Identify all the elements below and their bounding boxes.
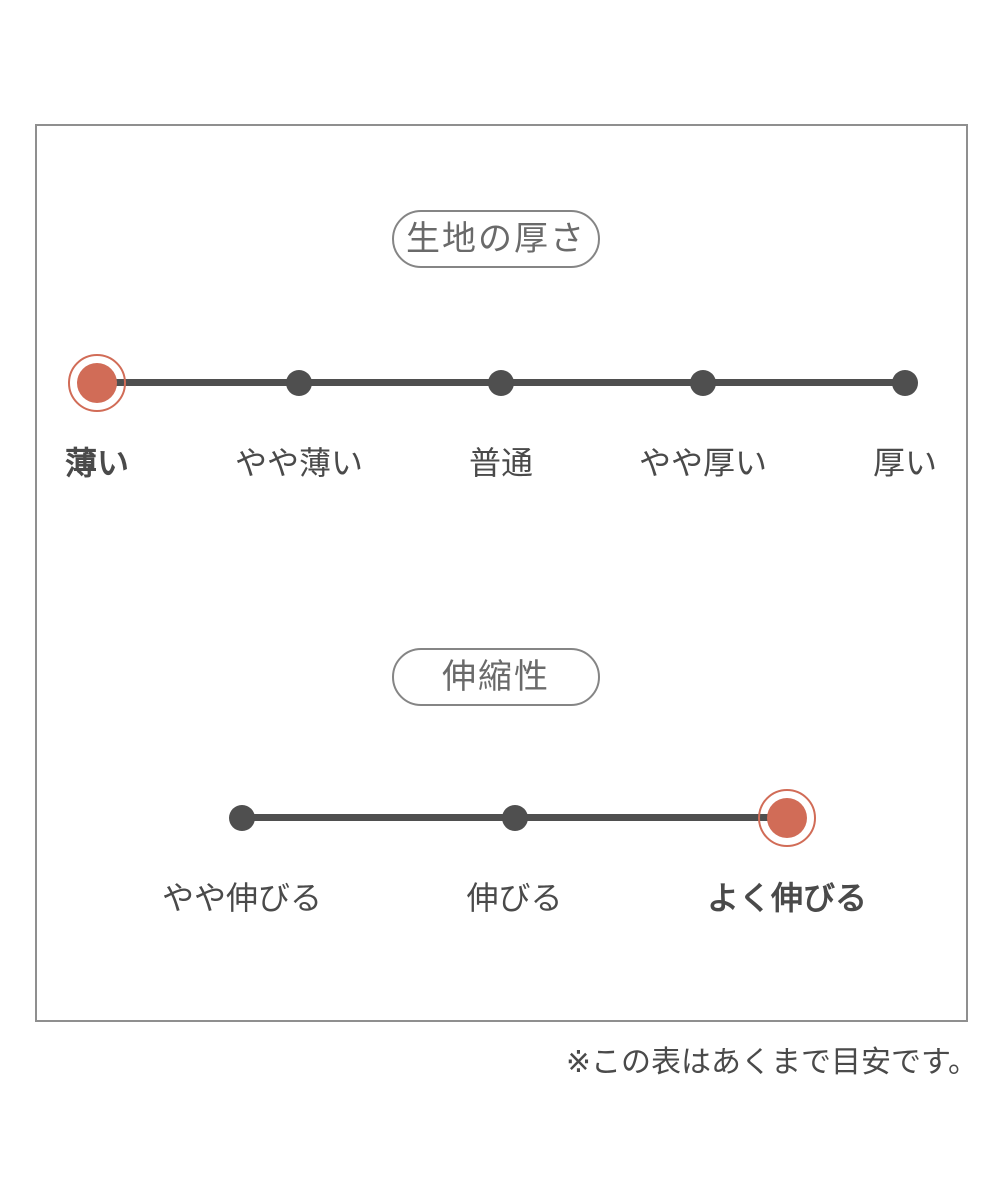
scale-label: 伸びる (466, 879, 563, 917)
thickness-scale: 薄い やや薄い 普通 やや厚い 厚い (65, 353, 937, 482)
disclaimer-note: ※この表はあくまで目安です。 (565, 1045, 978, 1080)
selected-dot-halo (68, 353, 126, 412)
rating-dot (690, 369, 716, 396)
selected-rating-dot (758, 788, 816, 847)
thickness-title: 生地の厚さ (406, 219, 586, 259)
scale-label: やや薄い (234, 444, 364, 482)
selected-dot-halo (758, 788, 816, 847)
scale-label: よく伸びる (706, 879, 868, 917)
rating-dot (229, 804, 255, 831)
rating-dot (488, 369, 514, 396)
thickness-title-pill: 生地の厚さ (392, 210, 600, 268)
scale-label: やや厚い (638, 444, 768, 482)
scale-label: 普通 (468, 444, 534, 482)
selected-rating-dot (68, 353, 126, 412)
scale-label: 薄い (64, 444, 130, 482)
scale-label: 厚い (872, 444, 938, 482)
spec-box: 生地の厚さ 薄い やや薄い 普通 やや厚い 厚い 伸縮性 やや伸びる 伸びる よく伸びる (35, 124, 968, 1022)
stretch-scale: やや伸びる 伸びる よく伸びる (162, 788, 867, 917)
rating-dot (501, 804, 528, 831)
stretch-title: 伸縮性 (442, 657, 550, 697)
rating-dot (286, 369, 312, 396)
scale-label: やや伸びる (161, 879, 323, 917)
stretch-title-pill: 伸縮性 (392, 648, 600, 706)
rating-dot (892, 369, 918, 396)
